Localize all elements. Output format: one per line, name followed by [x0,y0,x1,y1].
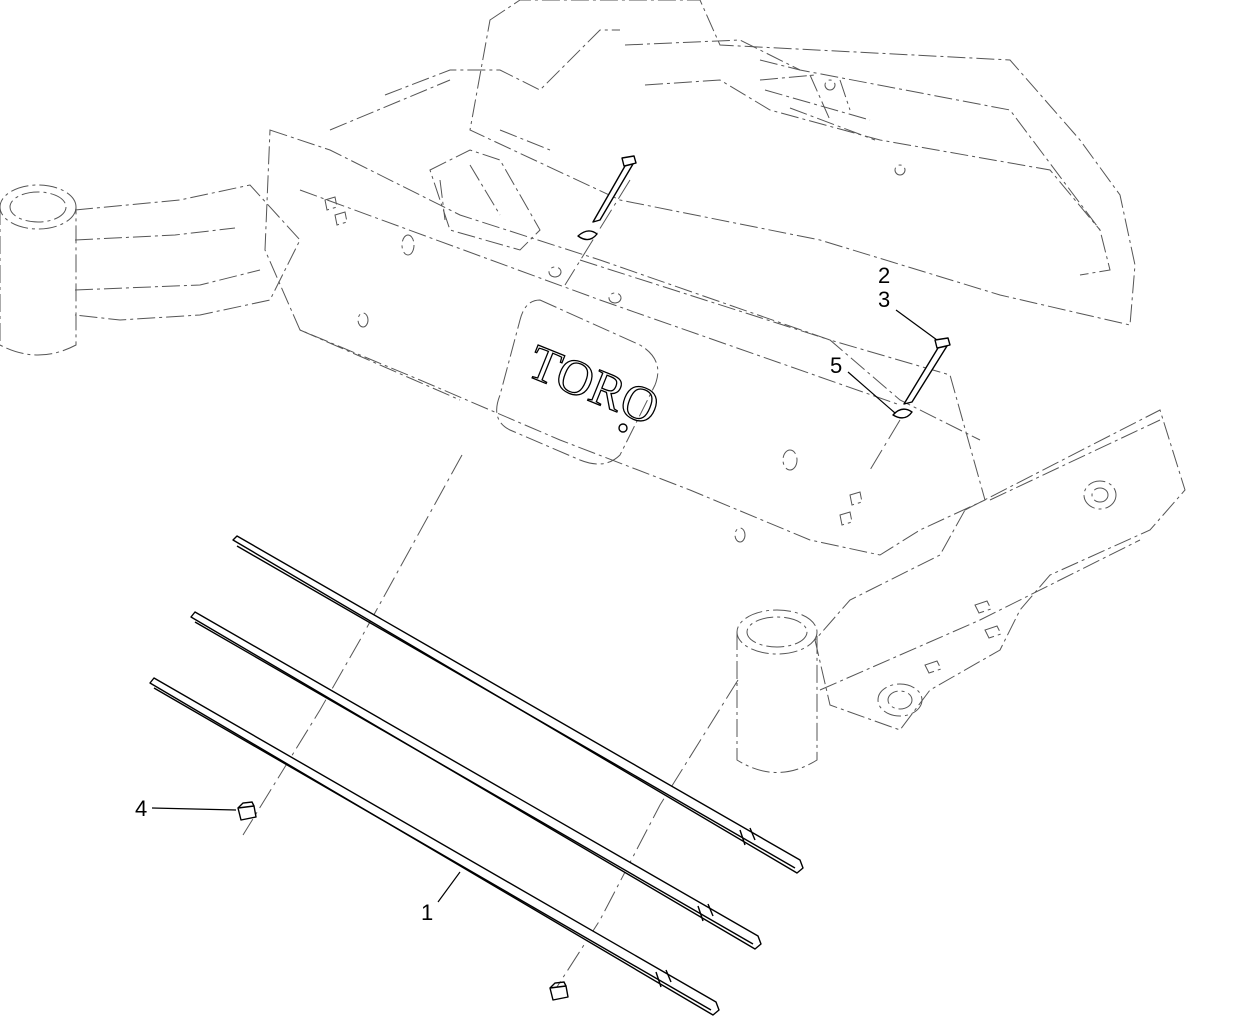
bar-middle [190,611,762,950]
callout-1: 1 [421,900,433,925]
frame-phantom [0,0,1186,773]
leader-lines [151,309,938,903]
callout-3: 3 [878,287,890,312]
bar-bottom [149,677,720,1016]
registered-mark-icon [618,423,628,433]
part-5-washer [577,230,913,419]
callout-5: 5 [830,353,842,378]
part-4-nuts [237,801,569,1001]
part-1-bars [149,535,804,1016]
part-2-3-bolt [592,155,951,405]
callout-4: 4 [135,796,147,821]
bar-top [232,535,804,874]
callout-2: 2 [878,263,890,288]
